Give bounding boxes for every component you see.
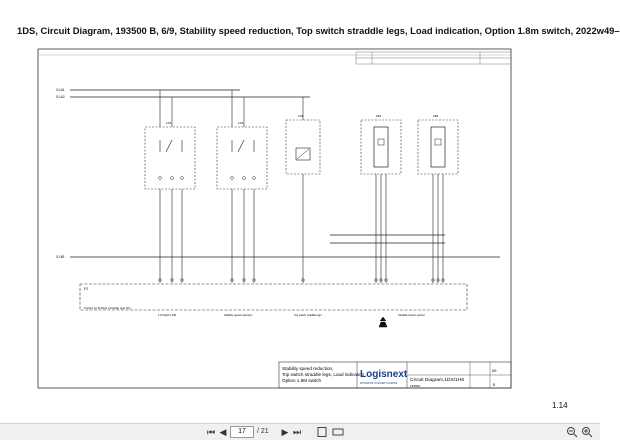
lower-label-1: 1.8 height 1.8M — [158, 313, 176, 317]
fit-width-icon[interactable] — [332, 426, 344, 438]
module-1s3: 1S3 — [144, 90, 196, 283]
drawing-number: 193500 — [410, 384, 420, 388]
first-page-button[interactable]: ⏮ — [206, 427, 216, 437]
module-1b2: 1B2 — [417, 114, 459, 283]
rail-label-top-a: X1:A1 — [56, 88, 65, 92]
module-label-1b2: 1B2 — [433, 114, 439, 118]
next-page-button[interactable]: ▶ — [281, 427, 289, 437]
module-label-1b1: 1B1 — [376, 114, 382, 118]
controller-label: F2 — [84, 287, 88, 291]
controller-caption: Traction & Lift Motor Controller (part 2… — [84, 306, 131, 310]
zoom-out-icon[interactable] — [566, 426, 578, 438]
prev-page-button[interactable]: ◀ — [219, 427, 227, 437]
title-desc-line-3: Option 1.8M switch — [282, 378, 322, 383]
revision-letter: B — [493, 383, 495, 387]
title-desc-line-2: Top switch straddle legs, Load indicatio… — [282, 372, 365, 377]
circuit-diagram-sheet: X1:A1 X1:A2 X1:B1 1S3 1S4 1S5 — [37, 48, 512, 389]
load-icon — [378, 316, 388, 328]
page-number: 1.14 — [552, 401, 568, 410]
lower-label-3: Top switch straddle legs — [294, 313, 322, 317]
page-title: 1DS, Circuit Diagram, 193500 B, 6/9, Sta… — [17, 25, 620, 36]
viewer-toolbar: ⏮ ◀ 17 / 21 ▶ ⏭ — [0, 423, 600, 440]
module-label-1s4: 1S4 — [238, 121, 244, 125]
fit-page-icon[interactable] — [316, 426, 328, 438]
rail-label-top-b: X1:A2 — [56, 95, 65, 99]
last-page-button[interactable]: ⏭ — [292, 427, 302, 437]
lower-label-2: Stability speed reduction — [224, 313, 253, 317]
module-1b1: 1B1 — [360, 114, 402, 283]
sheet-number: 6/9 — [492, 369, 497, 373]
page-number-input[interactable]: 17 — [230, 426, 254, 438]
module-label-1s5: 1S5 — [298, 114, 304, 118]
lower-label-4: Straddle bottom sensor — [398, 313, 425, 317]
page-total: / 21 — [257, 428, 269, 435]
company-logo-text: Logisnext — [360, 369, 408, 380]
controller-f2: F2 Traction & Lift Motor Controller (par… — [79, 283, 468, 311]
module-1s5: 1S5 — [285, 97, 321, 283]
connector-terminals — [158, 278, 445, 282]
drawing-title: Circuit Diagram,1DS/1HS — [410, 377, 464, 383]
company-subtitle: MITSUBISHI LOGISNEXT EUROPE — [360, 383, 398, 385]
rail-label-bus: X1:B1 — [56, 255, 65, 259]
title-block: Stability speed reduction, Top switch st… — [278, 361, 512, 389]
zoom-in-icon[interactable] — [581, 426, 593, 438]
module-label-1s3: 1S3 — [166, 121, 172, 125]
title-desc-line-1: Stability speed reduction, — [282, 366, 333, 371]
module-1s4: 1S4 — [216, 90, 268, 283]
